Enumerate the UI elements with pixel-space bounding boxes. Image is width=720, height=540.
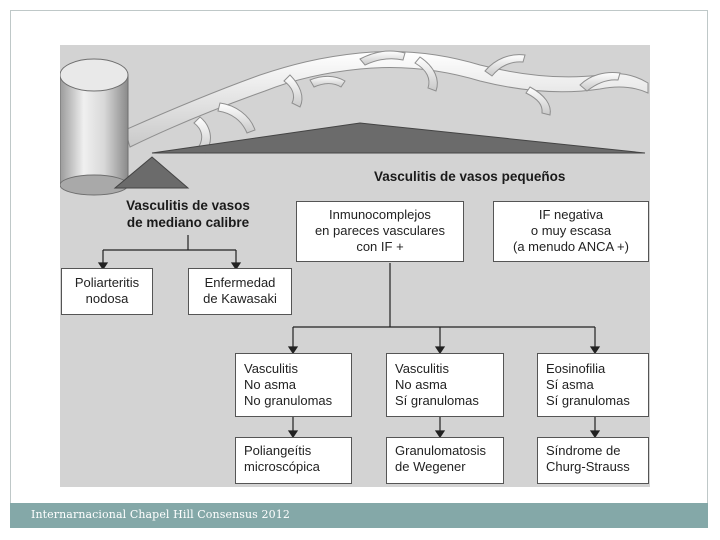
connector-lines [97,235,601,439]
box-if-negative: IF negativa o muy escasa (a menudo ANCA … [493,201,649,262]
box-criteria-1: Vasculitis No asma No granulomas [235,353,352,417]
box-diagnosis-microscopic-polyangiitis: Poliangeítis microscópica [235,437,352,484]
box-diagnosis-wegener: Granulomatosis de Wegener [386,437,504,484]
large-vessel-cylinder [60,58,129,196]
box-immune-complex: Inmunocomplejos en pareces vasculares co… [296,201,464,262]
medium-vessel-triangle [113,156,190,189]
small-vessels-heading: Vasculitis de vasos pequeños [374,169,566,184]
box-criteria-2: Vasculitis No asma Sí granulomas [386,353,504,417]
diagram-panel [60,45,650,487]
box-criteria-3: Eosinofilia Sí asma Sí granulomas [537,353,649,417]
small-vessel-triangle [151,122,646,154]
box-poliarteritis-nodosa: Poliarteritis nodosa [61,268,153,315]
diagram-artwork [60,50,649,439]
medium-vessels-heading: Vasculitis de vasos de mediano calibre [126,198,250,230]
footer-bar: Internarnacional Chapel Hill Consensus 2… [10,503,708,528]
vessel-branches [124,50,649,154]
box-enfermedad-kawasaki: Enfermedad de Kawasaki [188,268,292,315]
footer-source-text: Internarnacional Chapel Hill Consensus 2… [31,508,290,521]
box-diagnosis-churg-strauss: Síndrome de Churg-Strauss [537,437,649,484]
